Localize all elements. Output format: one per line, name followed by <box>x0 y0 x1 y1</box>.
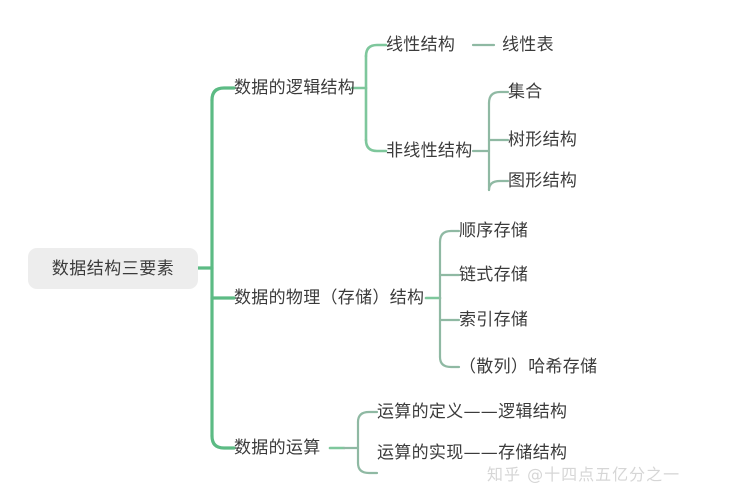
node-label: 非线性结构 <box>386 141 473 161</box>
watermark-label: 知乎 @十四点五亿分之一 <box>487 465 681 484</box>
node-tree-structure[interactable]: 树形结构 <box>508 130 577 150</box>
node-operation-implementation[interactable]: 运算的实现——存储结构 <box>377 443 567 463</box>
node-label: 线性表 <box>502 35 554 55</box>
node-logical-structure[interactable]: 数据的逻辑结构 <box>234 78 355 98</box>
node-linked-storage[interactable]: 链式存储 <box>459 265 528 285</box>
node-label: 链式存储 <box>459 265 529 285</box>
node-nonlinear-structure[interactable]: 非线性结构 <box>386 141 473 161</box>
connector-b3-child-1 <box>356 410 379 424</box>
node-linear-list[interactable]: 线性表 <box>502 35 554 55</box>
connector-nonlinear-child-1 <box>487 90 510 105</box>
node-physical-structure[interactable]: 数据的物理（存储）结构 <box>234 288 424 308</box>
node-label: 线性结构 <box>386 35 456 55</box>
node-label: 数据的运算 <box>234 438 321 458</box>
node-label: 运算的定义——逻辑结构 <box>377 402 568 422</box>
node-hash-storage[interactable]: （散列）哈希存储 <box>459 357 597 377</box>
node-label: 数据的逻辑结构 <box>234 78 356 98</box>
node-label: 索引存储 <box>459 310 529 330</box>
connector-trunk-branch-1 <box>210 86 236 102</box>
root-node[interactable]: 数据结构三要素 <box>28 248 198 289</box>
connector-b1-child-2 <box>364 138 388 153</box>
node-indexed-storage[interactable]: 索引存储 <box>459 310 528 330</box>
node-graph-structure[interactable]: 图形结构 <box>508 171 577 191</box>
node-label: 运算的实现——存储结构 <box>377 443 568 463</box>
root-node-label: 数据结构三要素 <box>51 258 175 279</box>
node-label: （散列）哈希存储 <box>459 357 598 377</box>
watermark-text: 知乎 @十四点五亿分之一 <box>487 461 680 485</box>
node-label: 树形结构 <box>508 130 578 150</box>
node-set[interactable]: 集合 <box>508 82 543 102</box>
node-label: 顺序存储 <box>459 221 529 241</box>
node-label: 集合 <box>508 82 543 102</box>
connector-b2-child-4 <box>438 355 461 369</box>
node-label: 数据的物理（存储）结构 <box>234 288 425 308</box>
connector-trunk-branch-3 <box>210 434 236 450</box>
connector-b1-child-1 <box>364 43 388 58</box>
node-label: 图形结构 <box>508 171 578 191</box>
node-data-operations[interactable]: 数据的运算 <box>234 438 321 458</box>
node-operation-definition[interactable]: 运算的定义——逻辑结构 <box>377 402 567 422</box>
node-sequential-storage[interactable]: 顺序存储 <box>459 221 528 241</box>
node-linear-structure[interactable]: 线性结构 <box>386 35 455 55</box>
connector-nonlinear-child-3 <box>487 179 510 192</box>
connector-b3-child-2 <box>356 461 379 475</box>
connector-b2-child-1 <box>438 229 461 244</box>
